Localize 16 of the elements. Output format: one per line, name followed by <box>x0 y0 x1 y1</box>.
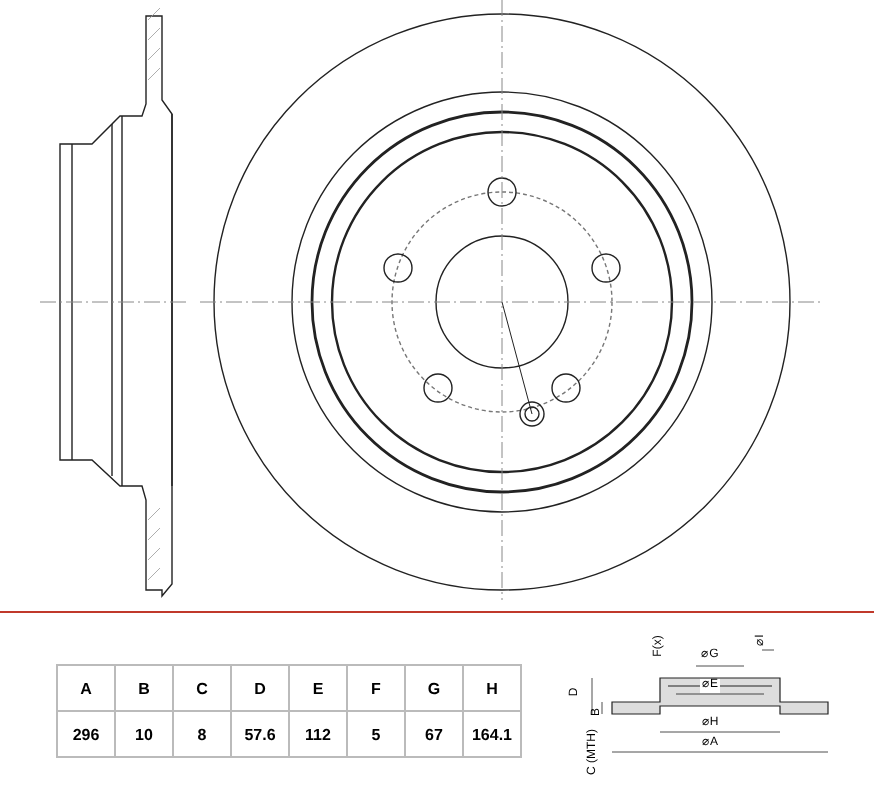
column-letter: D <box>231 665 289 711</box>
dimension-value: 5 <box>347 711 405 757</box>
column-letter: B <box>115 665 173 711</box>
dimension-value: 112 <box>289 711 347 757</box>
column-letter: G <box>405 665 463 711</box>
column-letter: H <box>463 665 521 711</box>
dimension-value: 57.6 <box>231 711 289 757</box>
column-letter: E <box>289 665 347 711</box>
dimension-value: 164.1 <box>463 711 521 757</box>
column-letter: A <box>57 665 115 711</box>
column-letter: F <box>347 665 405 711</box>
dimension-value: 296 <box>57 711 115 757</box>
dimension-value: 67 <box>405 711 463 757</box>
column-letter: C <box>173 665 231 711</box>
dimension-value: 10 <box>115 711 173 757</box>
dimension-value: 8 <box>173 711 231 757</box>
